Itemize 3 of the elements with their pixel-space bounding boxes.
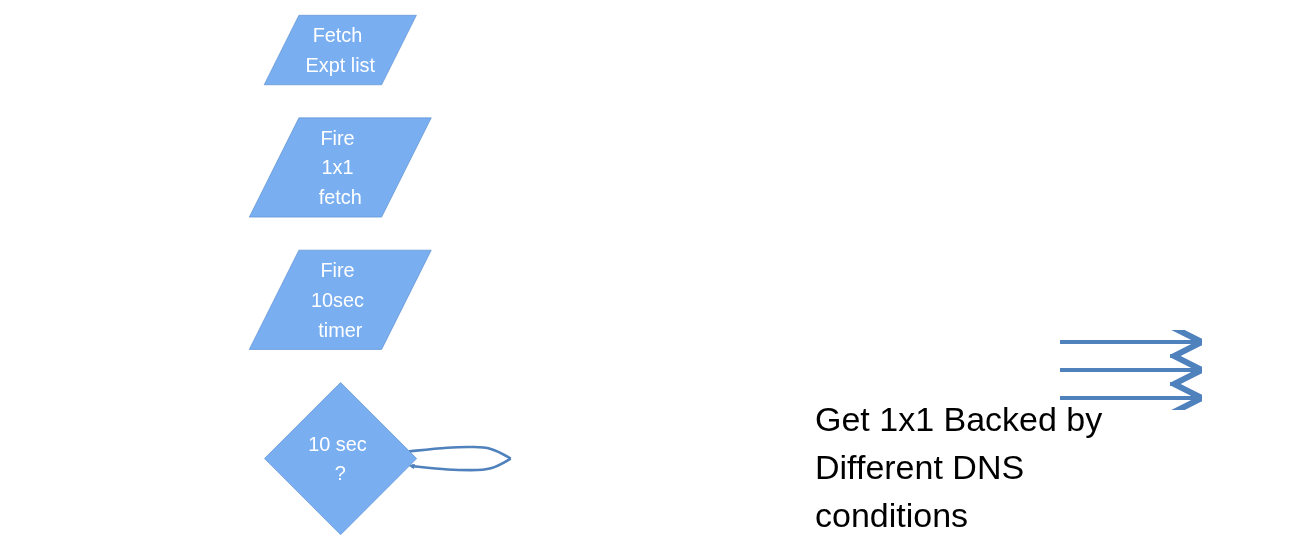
note-text: Get 1x1 Backed by Different DNS conditions	[815, 399, 1104, 536]
node-diamond: 10 sec ?	[264, 381, 417, 535]
arrow	[408, 445, 512, 472]
